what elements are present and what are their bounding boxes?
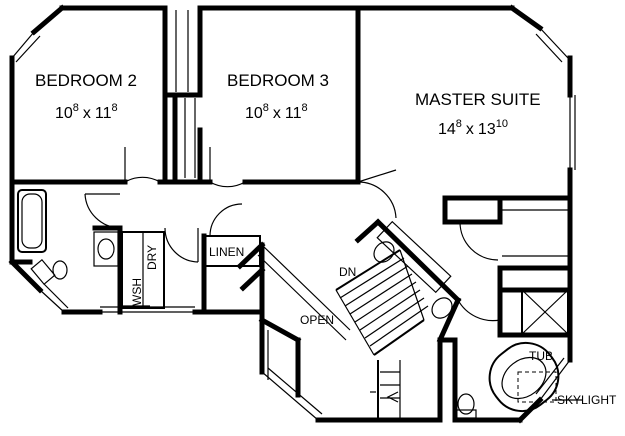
open-label: OPEN (300, 313, 334, 327)
doors (84, 147, 501, 322)
fixtures (30, 220, 582, 419)
dn-label: DN (339, 265, 356, 279)
bedroom2-name: BEDROOM 2 (35, 71, 137, 90)
interior-walls (9, 5, 573, 423)
stairs (335, 249, 429, 420)
tub-label: TUB (529, 349, 553, 363)
skylight-label: SKYLIGHT (557, 393, 617, 407)
dryer-label: DRY (145, 245, 159, 270)
washer-label: WSH (130, 278, 144, 306)
bedroom3-name: BEDROOM 3 (227, 71, 329, 90)
linen-label: LINEN (209, 245, 244, 259)
master-name: MASTER SUITE (415, 90, 541, 109)
exterior-walls (8, 4, 576, 424)
